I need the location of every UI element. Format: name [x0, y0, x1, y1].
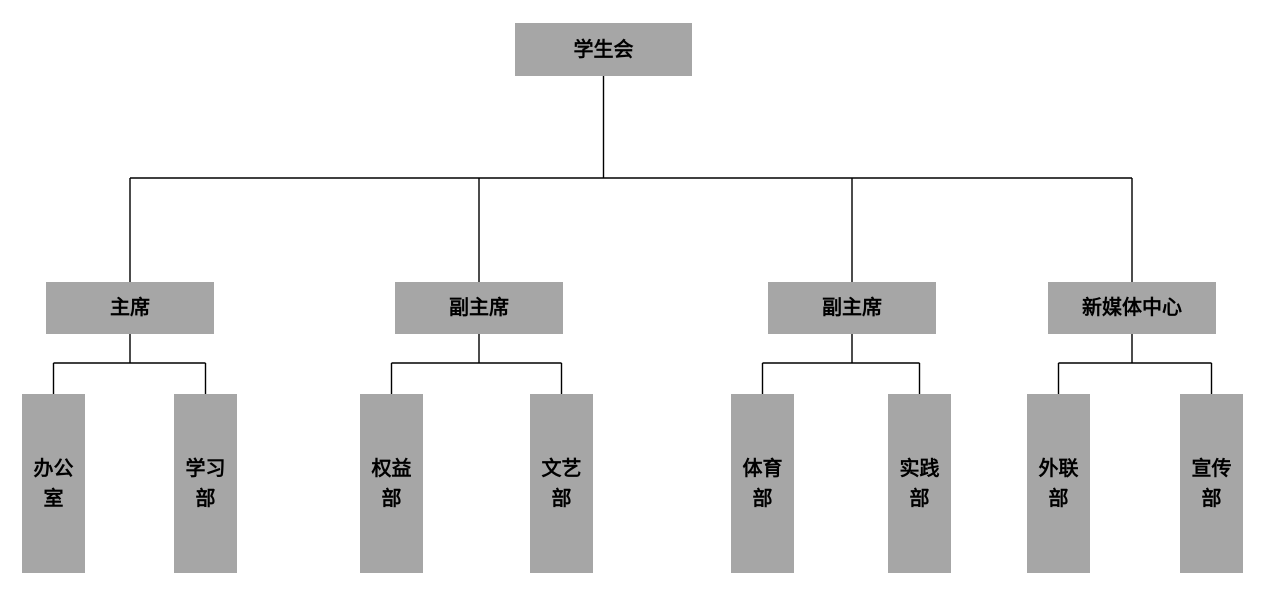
- org-node-dept-label: 办公室: [33, 457, 74, 510]
- org-node-dept-label: 外联部: [1038, 457, 1079, 510]
- connector-branch4-to-children: [1057, 334, 1213, 394]
- org-node-branch-chairman: 主席: [46, 282, 214, 334]
- org-node-dept-label: 权益部: [371, 457, 412, 510]
- org-node-dept-rights: 权益部: [360, 394, 423, 573]
- org-node-dept-label: 体育部: [742, 457, 783, 510]
- connector-branch3-to-children: [761, 334, 921, 394]
- org-node-dept-sports: 体育部: [731, 394, 794, 573]
- org-node-dept-practice: 实践部: [888, 394, 951, 573]
- org-node-dept-publicity: 宣传部: [1180, 394, 1243, 573]
- org-node-dept-arts: 文艺部: [530, 394, 593, 573]
- org-node-dept-study: 学习部: [174, 394, 237, 573]
- org-node-branch-label: 副主席: [449, 297, 509, 319]
- org-node-branch-new-media-center: 新媒体中心: [1048, 282, 1216, 334]
- org-node-branch-label: 新媒体中心: [1082, 297, 1182, 319]
- org-node-dept-office: 办公室: [22, 394, 85, 573]
- connector-root-to-branches: [129, 76, 1133, 282]
- org-node-dept-label: 实践部: [899, 457, 940, 510]
- org-node-dept-label: 学习部: [185, 457, 226, 510]
- org-node-branch-label: 副主席: [822, 297, 882, 319]
- org-node-branch-label: 主席: [110, 297, 150, 319]
- org-node-root: 学生会: [515, 23, 692, 76]
- org-node-dept-label: 宣传部: [1191, 457, 1232, 510]
- org-node-dept-label: 文艺部: [541, 457, 582, 510]
- org-node-dept-outreach: 外联部: [1027, 394, 1090, 573]
- connector-branch2-to-children: [390, 334, 563, 394]
- connector-branch1-to-children: [52, 334, 207, 394]
- org-node-branch-vice-chairman-2: 副主席: [768, 282, 936, 334]
- org-node-root-label: 学生会: [573, 38, 634, 61]
- org-node-branch-vice-chairman-1: 副主席: [395, 282, 563, 334]
